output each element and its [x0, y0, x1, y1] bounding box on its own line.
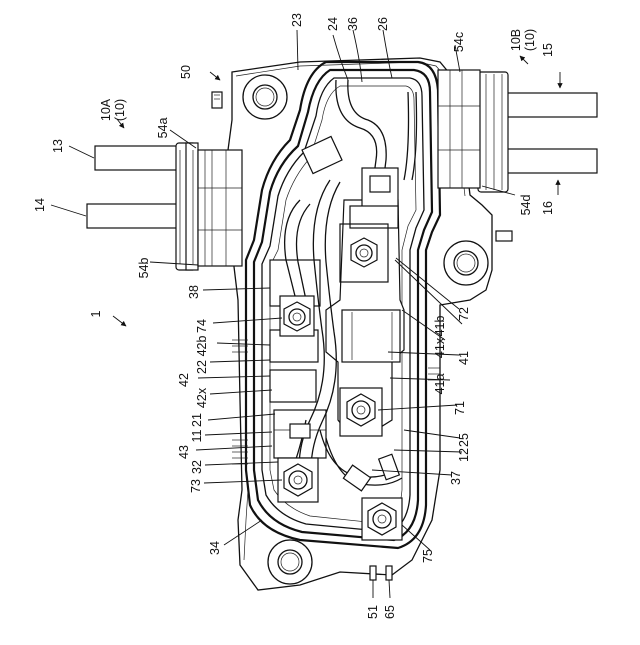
label-42: 42	[177, 373, 191, 387]
label-21: 21	[190, 413, 204, 427]
label-12: 12	[457, 448, 471, 462]
label-54b: 54b	[137, 258, 151, 279]
label-10B: 10B	[509, 29, 523, 51]
label-10A: 10A	[99, 98, 113, 121]
label-41b: 41b	[433, 316, 447, 337]
flange-screw-right	[496, 231, 512, 241]
flange-screw-top	[212, 92, 222, 108]
nut-75	[362, 498, 402, 540]
label-71: 71	[453, 401, 467, 415]
label-15: 15	[541, 43, 555, 57]
cable-14	[87, 204, 190, 228]
label-75: 75	[421, 549, 435, 563]
label-14: 14	[33, 198, 47, 212]
label-65: 65	[383, 605, 397, 619]
nut-74	[280, 296, 314, 336]
label-10A-sub: (10)	[113, 99, 127, 121]
mounting-boss-bottom-left	[268, 540, 312, 584]
mounting-boss-right	[444, 241, 488, 285]
label-26: 26	[376, 17, 390, 31]
label-10B-sub: (10)	[523, 29, 537, 51]
label-24: 24	[326, 17, 340, 31]
nut-72	[340, 224, 388, 282]
label-42b: 42b	[195, 336, 209, 357]
cable-16	[505, 149, 597, 173]
label-34: 34	[208, 541, 222, 555]
label-22: 22	[195, 360, 209, 374]
label-25: 25	[457, 433, 471, 447]
label-54d: 54d	[519, 195, 533, 216]
label-36: 36	[346, 17, 360, 31]
connector-10B	[438, 70, 597, 192]
label-54a: 54a	[156, 118, 170, 139]
label-41x: 41x	[433, 337, 447, 358]
cable-15	[505, 93, 597, 117]
label-74: 74	[195, 319, 209, 333]
label-38: 38	[187, 285, 201, 299]
label-32: 32	[190, 460, 204, 474]
connector-10A	[87, 143, 242, 270]
mounting-boss-top-left	[243, 75, 287, 119]
bottom-studs	[370, 566, 392, 580]
label-73: 73	[189, 479, 203, 493]
label-37: 37	[449, 471, 463, 485]
nut-71	[340, 388, 382, 436]
label-13: 13	[51, 139, 65, 153]
label-23: 23	[290, 13, 304, 27]
label-50: 50	[179, 65, 193, 79]
label-51: 51	[366, 605, 380, 619]
label-72: 72	[457, 307, 471, 321]
label-43: 43	[177, 445, 191, 459]
label-54c: 54c	[452, 32, 466, 52]
label-42x: 42x	[195, 387, 209, 408]
label-1: 1	[89, 310, 103, 317]
label-11: 11	[190, 429, 204, 442]
label-41a: 41a	[433, 374, 447, 395]
label-16: 16	[541, 201, 555, 215]
label-41: 41	[457, 351, 471, 365]
nut-73	[278, 458, 318, 502]
